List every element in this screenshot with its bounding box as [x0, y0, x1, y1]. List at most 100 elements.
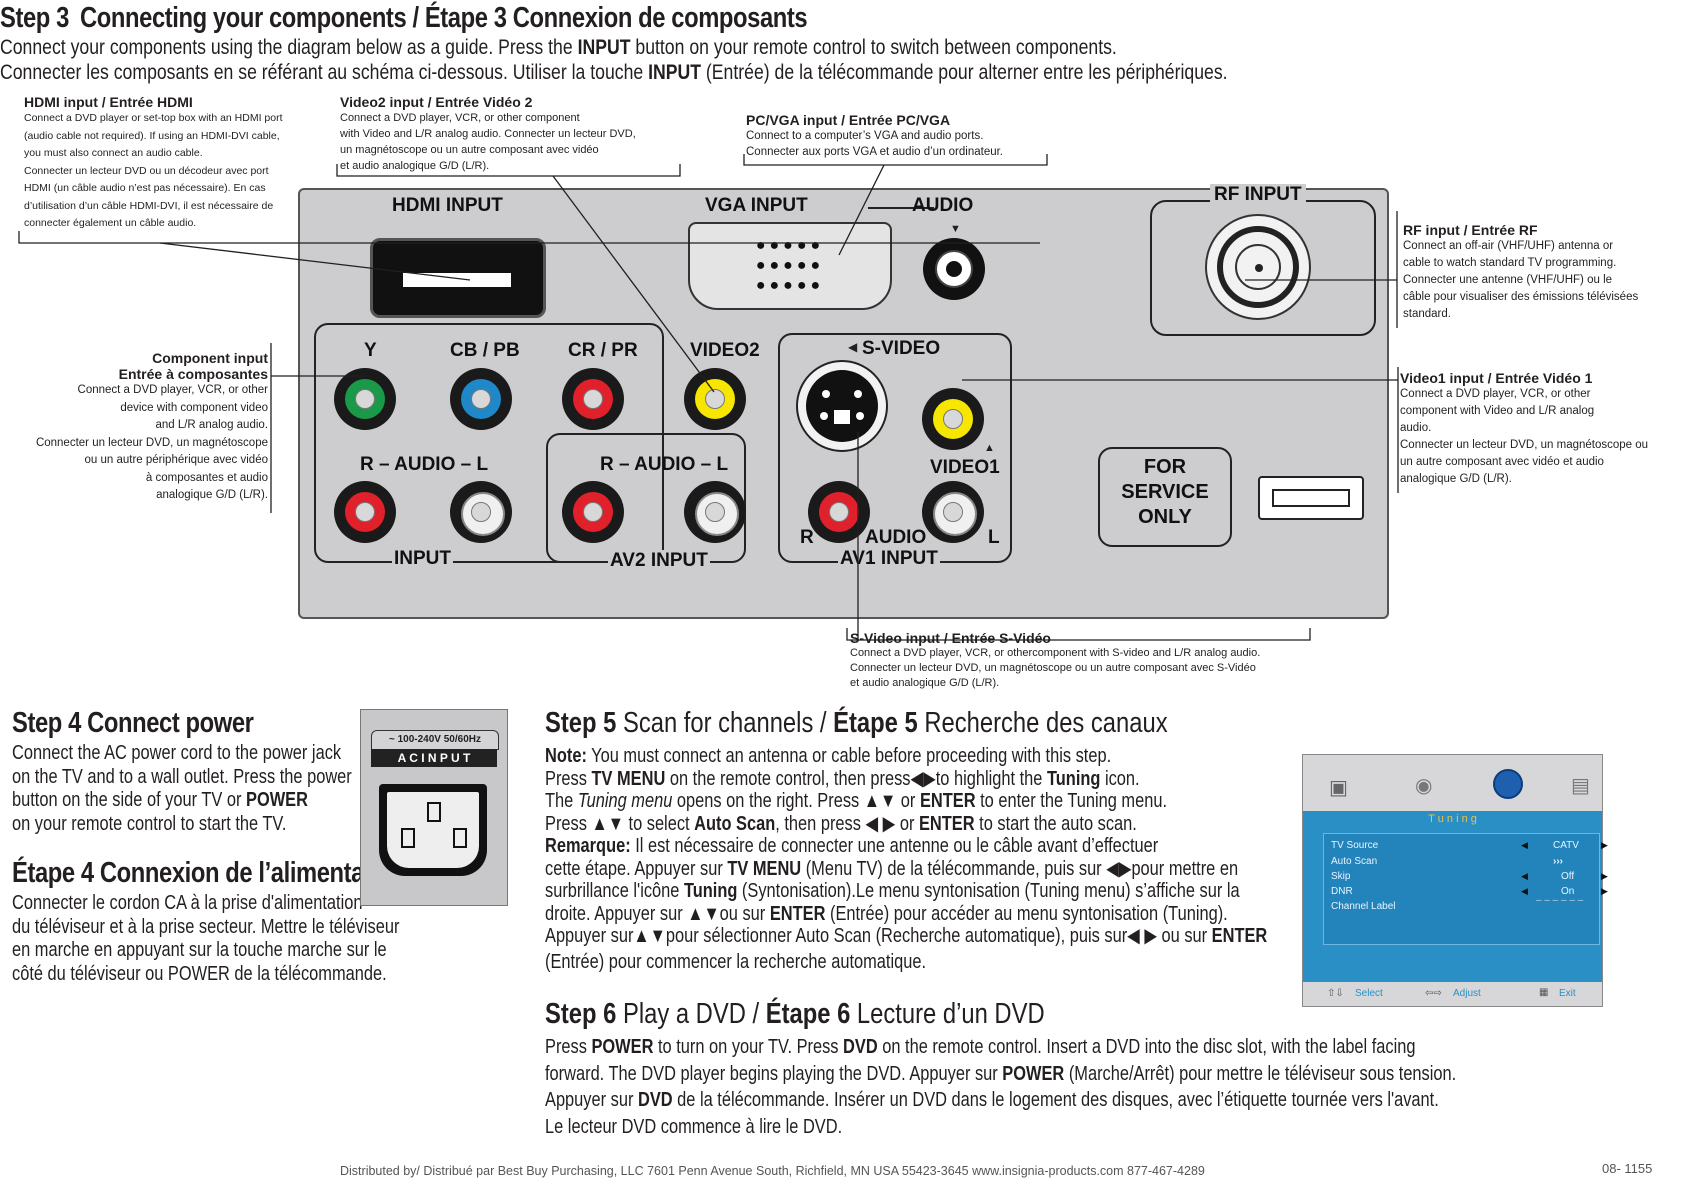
leftright-icon: ⇦⇨	[1425, 988, 1442, 999]
step5-fr1: Remarque: Il est nécessaire de connecter…	[545, 835, 1159, 857]
menu-row-tv-source[interactable]: TV Source ◀ CATV ▶	[1331, 840, 1608, 851]
video2-label: VIDEO2	[690, 340, 760, 361]
jack-cb-blue[interactable]	[450, 368, 512, 430]
left-right-arrows-icon: ◀▶	[1106, 857, 1132, 880]
picture-icon[interactable]: ▣	[1329, 777, 1348, 799]
usb-port[interactable]	[1258, 476, 1364, 520]
step5-fr3: surbrillance l'icône Tuning (Syntonisati…	[545, 880, 1240, 902]
step5-line4: Press ▲▼ to select Auto Scan, then press…	[545, 812, 1137, 835]
av1-input-label: AV1 INPUT	[838, 548, 940, 570]
vga-input-label: VGA INPUT	[705, 195, 808, 216]
callout-video1-title: Video1 input / Entrée Vidéo 1	[1400, 370, 1593, 386]
svideo-jack[interactable]	[796, 360, 888, 452]
pc-audio-jack[interactable]	[923, 238, 985, 300]
callout-hdmi-body: Connect a DVD player or set-top box with…	[24, 112, 283, 229]
video2-leader	[552, 175, 715, 393]
left-right-arrows-icon: ◀ ▶	[865, 812, 896, 835]
step6-line3: Appuyer sur DVD de la télécommande. Insé…	[545, 1089, 1439, 1111]
ac-input-panel: ~ 100-240V 50/60Hz A C I N P U T	[360, 709, 508, 906]
svideo-jack-inner	[806, 370, 878, 442]
menu-row-auto-scan[interactable]: Auto Scan ›››	[1331, 856, 1563, 867]
vga-pins: ●●●●●●●●●●●●●●●	[755, 237, 825, 294]
settings-icon[interactable]: ▤	[1571, 775, 1590, 797]
up-down-arrows-icon: ▲▼	[591, 812, 624, 835]
intro-fr-kw: INPUT	[648, 61, 702, 84]
callout-component-body: Connect a DVD player, VCR, or other devi…	[35, 384, 268, 501]
tuning-globe-icon[interactable]	[1493, 769, 1523, 799]
input-label: INPUT	[392, 548, 453, 570]
step5-note: Note: You must connect an antenna or cab…	[545, 745, 1112, 767]
callout-svideo-title: S-Video input / Entrée S-Vidéo	[850, 630, 1051, 646]
menu-row-dnr[interactable]: DNR ◀ On ▶	[1331, 886, 1608, 897]
jack-hole	[705, 389, 725, 409]
ac-pin	[453, 828, 467, 848]
rf-connector-ring1	[1217, 226, 1299, 308]
jack-input-audio-r[interactable]	[334, 481, 396, 543]
footer-distributed: Distributed by/ Distribué par Best Buy P…	[340, 1164, 1205, 1178]
step5-line2: Press TV MENU on the remote control, the…	[545, 767, 1140, 790]
leader-lines	[159, 154, 1399, 641]
svideo-pin	[822, 390, 830, 398]
jack-video2-yellow[interactable]	[684, 368, 746, 430]
jack-cr-red[interactable]	[562, 368, 624, 430]
svideo-bracket	[846, 628, 1311, 641]
audio-icon[interactable]: ◉	[1415, 775, 1433, 797]
callout-component-title2: Entrée à composantes	[118, 366, 268, 382]
jack-hole	[829, 502, 849, 522]
row-right-arrow-icon: ▶	[1601, 886, 1608, 896]
step4-en-line4: on your remote control to start the TV.	[12, 812, 287, 835]
row-left-arrow-icon: ◀	[1521, 886, 1528, 896]
video1-arrow-icon: ▲	[984, 442, 995, 454]
callout-video2: Video2 input / Entrée Vidéo 2 Connect a …	[340, 94, 680, 174]
usb-port-slot	[1272, 489, 1350, 507]
jack-hole	[943, 502, 963, 522]
step5-fr-label: Étape 5	[833, 707, 918, 739]
ac-rating: ~ 100-240V 50/60Hz	[371, 730, 499, 750]
step5-fr4: droite. Appuyer sur ▲▼ou sur ENTER (Entr…	[545, 902, 1228, 925]
row-right-arrow-icon: ▶	[1601, 871, 1608, 881]
step6-title: Step 6 Play a DVD / Étape 6 Lecture d’un…	[545, 998, 1045, 1030]
step6-fr-label: Étape 6	[765, 998, 851, 1030]
cr-label: CR / PR	[568, 340, 638, 361]
audio-label-input: R – AUDIO – L	[360, 454, 489, 475]
hdmi-input-label: HDMI INPUT	[392, 195, 503, 216]
tv-back-panel: HDMI INPUT VGA INPUT AUDIO ▼ ●●●●●●●●●●●…	[298, 184, 1389, 619]
jack-av2-audio-r[interactable]	[562, 481, 624, 543]
step4-fr-line2: du téléviseur et à la prise secteur. Met…	[12, 915, 400, 938]
jack-av2-audio-l[interactable]	[684, 481, 746, 543]
menu-footer: ⇧⇩ Select ⇦⇨ Adjust ▦ Exit	[1303, 983, 1602, 1005]
jack-hole	[705, 502, 725, 522]
service-line3: ONLY	[1138, 506, 1192, 528]
step4-body-en: Connect the AC power cord to the power j…	[12, 742, 352, 836]
jack-y-green[interactable]	[334, 368, 396, 430]
callout-svideo-body: Connect a DVD player, VCR, or othercompo…	[850, 647, 1261, 689]
ac-pin	[427, 802, 441, 822]
jack-hole	[471, 389, 491, 409]
step5-fr5: Appuyer sur▲▼pour sélectionner Auto Scan…	[545, 925, 1268, 947]
tuning-rows-box	[1323, 833, 1600, 945]
step5-line3: The Tuning menu opens on the right. Pres…	[545, 790, 1168, 812]
step6-line4: Le lecteur DVD commence à lire le DVD.	[545, 1115, 843, 1138]
step4-en-line2: on the TV and to a wall outlet. Press th…	[12, 765, 352, 788]
step4-title-fr: Étape 4 Connexion de l’alimentation	[12, 857, 406, 889]
vga-port[interactable]: ●●●●●●●●●●●●●●●	[688, 222, 892, 310]
step4-en-line1: Connect the AC power cord to the power j…	[12, 742, 342, 764]
jack-input-audio-l[interactable]	[450, 481, 512, 543]
menu-select: Select	[1355, 988, 1383, 999]
step5-body: Note: You must connect an antenna or cab…	[545, 745, 1267, 973]
rf-input-label: RF INPUT	[1210, 184, 1306, 206]
callout-hdmi: HDMI input / Entrée HDMI Connect a DVD p…	[24, 94, 304, 233]
row-left-arrow-icon: ◀	[1521, 871, 1528, 881]
pc-audio-jack-hole	[946, 261, 962, 277]
menu-row-channel-label[interactable]: Channel Label – – – – – –	[1331, 895, 1584, 912]
callout-rf-title: RF input / Entrée RF	[1403, 222, 1538, 238]
av2-input-label: AV2 INPUT	[608, 550, 710, 572]
ac-socket[interactable]	[379, 784, 487, 876]
jack-av1-audio-l[interactable]	[922, 481, 984, 543]
menu-row-skip[interactable]: Skip ◀ Off ▶	[1331, 871, 1608, 882]
jack-av1-audio-r[interactable]	[808, 481, 870, 543]
step4-fr-line1: Connecter le cordon CA à la prise d'alim…	[12, 892, 363, 914]
jack-video1-yellow[interactable]	[922, 388, 984, 450]
hdmi-port-pins	[403, 273, 511, 287]
rf-connector[interactable]	[1205, 214, 1311, 320]
